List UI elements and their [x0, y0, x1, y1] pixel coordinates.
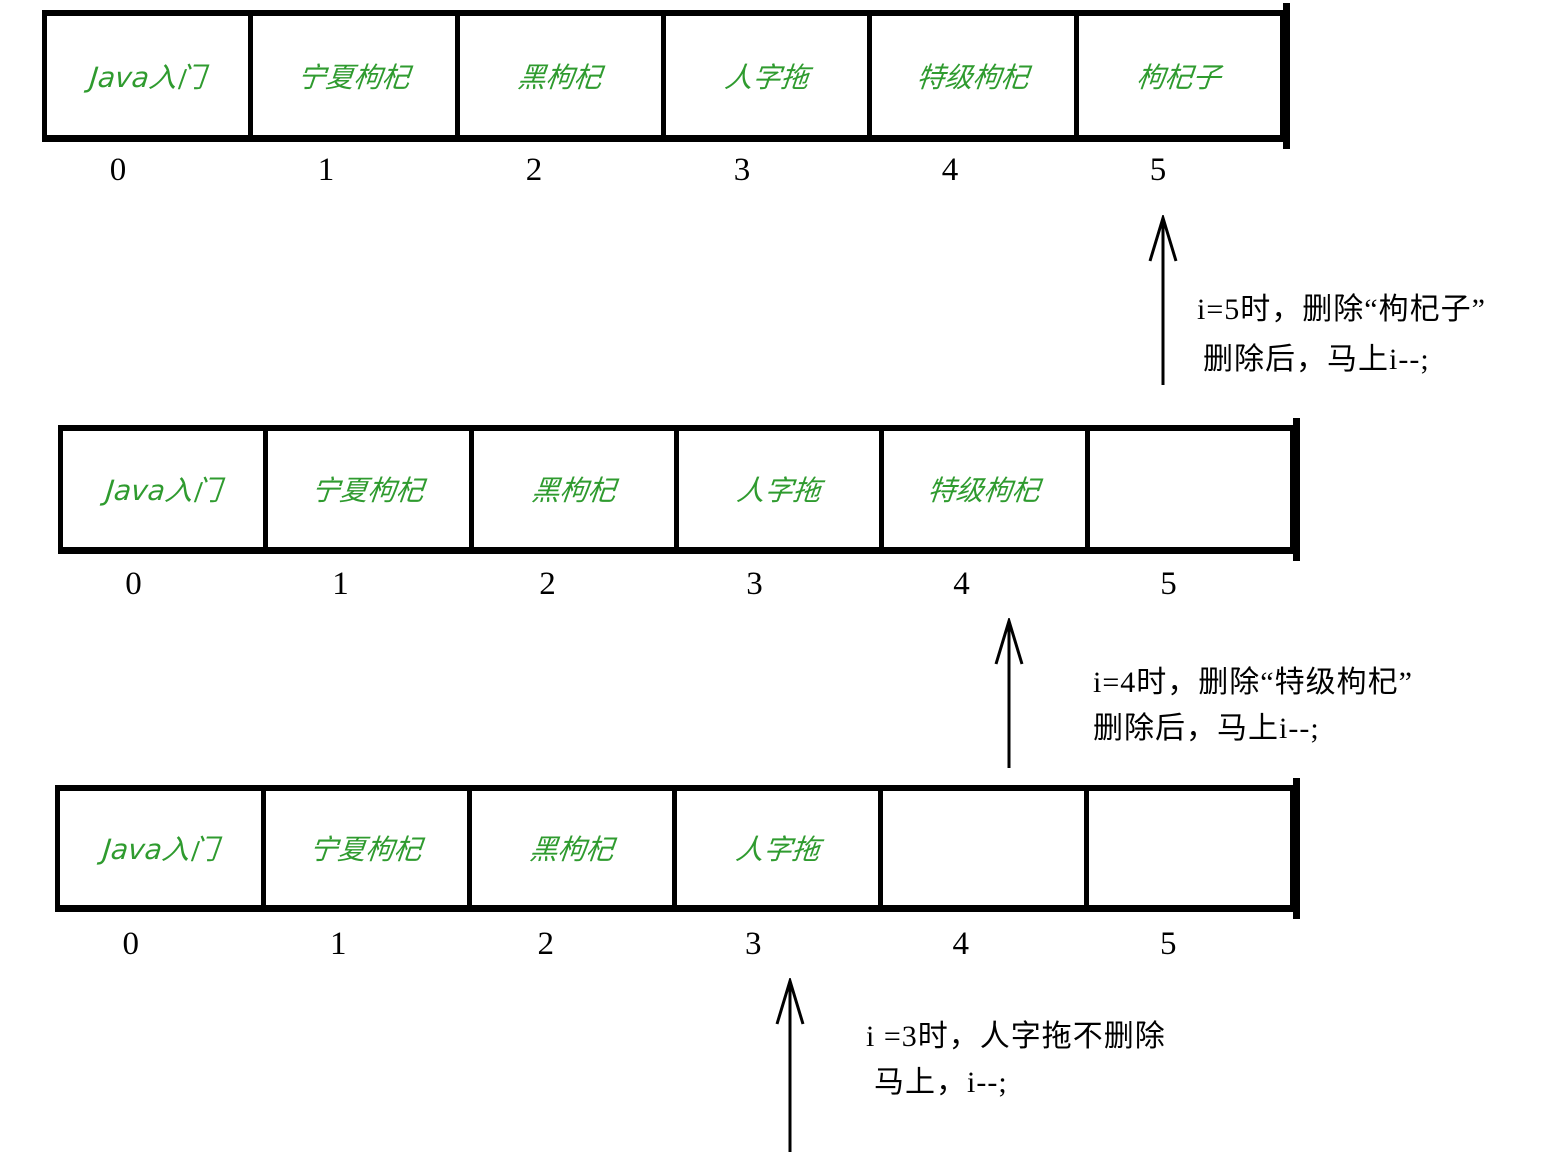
array2-cell-1: 宁夏枸杞	[268, 431, 474, 547]
array3-index-3: 3	[745, 926, 762, 962]
array3-index-5: 5	[1160, 926, 1177, 962]
array2-index-0: 0	[125, 566, 142, 602]
array2-cell-4: 特级枸杞	[884, 431, 1090, 547]
up-arrow-index-3	[775, 978, 805, 1152]
array3-cell-3: 人字拖	[677, 791, 884, 905]
array3-cell-2-text: 黑枸杞	[528, 833, 616, 866]
array1-cell-1: 宁夏枸杞	[253, 16, 460, 135]
array-row-1: Java入门 宁夏枸杞 黑枸杞 人字拖 特级枸杞 枸杞子	[42, 3, 1290, 149]
array1-cell-0: Java入门	[47, 16, 254, 135]
array1-index-5: 5	[1149, 152, 1167, 188]
array3-cell-1-text: 宁夏枸杞	[308, 833, 424, 866]
annotation2-line2: 删除后，马上i--;	[1093, 712, 1320, 745]
array-row-2: Java入门 宁夏枸杞 黑枸杞 人字拖 特级枸杞	[58, 418, 1300, 561]
array3-index-0: 0	[122, 926, 140, 962]
array2-cell-5-empty	[1090, 431, 1295, 547]
array2-cell-0-text: Java入门	[103, 474, 223, 507]
array2-cell-0: Java入门	[63, 431, 269, 547]
array3-cell-0-text: Java入门	[100, 833, 220, 866]
annotation3-line2: 马上，i--;	[874, 1066, 1008, 1099]
array2-index-5: 5	[1160, 566, 1177, 602]
array1-cell-5-text: 枸杞子	[1135, 60, 1223, 94]
array1-cell-0-text: Java入门	[88, 60, 207, 94]
index-row-2: 0 1 2 3 4 5	[58, 566, 1300, 603]
array2-cell-2-text: 黑枸杞	[529, 474, 618, 507]
array3-index-2: 2	[537, 926, 555, 962]
array1-cell-3: 人字拖	[666, 16, 873, 135]
array2-index-1: 1	[332, 566, 349, 602]
array1-cell-1-text: 宁夏枸杞	[296, 60, 412, 94]
array3-index-4: 4	[952, 926, 970, 962]
array1-index-3: 3	[733, 152, 751, 188]
array3-cell-5-empty	[1089, 791, 1295, 905]
array2-cell-4-text: 特级枸杞	[926, 474, 1043, 507]
array1-cell-2: 黑枸杞	[460, 16, 666, 135]
up-arrow-index-4	[994, 618, 1024, 768]
annotation3-line1: i =3时，人字拖不删除	[866, 1020, 1166, 1053]
array2-index-3: 3	[746, 566, 763, 602]
array2-index-4: 4	[953, 566, 970, 602]
array2-cell-1-text: 宁夏枸杞	[310, 474, 427, 507]
array1-cell-4-text: 特级枸杞	[915, 60, 1031, 94]
annotation1-line2: 删除后，马上i--;	[1203, 343, 1430, 376]
array1-cell-5: 枸杞子	[1079, 16, 1285, 135]
annotation2-line1: i=4时，删除“特级枸杞”	[1093, 666, 1413, 699]
array1-index-1: 1	[317, 152, 335, 188]
array1-index-4: 4	[941, 152, 959, 188]
array1-cell-4: 特级枸杞	[872, 16, 1079, 135]
array1-cell-2-text: 黑枸杞	[516, 60, 604, 94]
index-row-3: 0 1 2 3 4 5	[55, 926, 1300, 963]
annotation1-line1: i=5时，删除“枸杞子”	[1197, 293, 1486, 326]
array3-cell-4-empty	[883, 791, 1090, 905]
array3-cell-0: Java入门	[60, 791, 266, 905]
array3-end-bar	[1293, 778, 1300, 919]
array1-end-bar	[1283, 3, 1290, 149]
array1-index-2: 2	[525, 152, 543, 188]
array3-cell-3-text: 人字拖	[733, 833, 822, 866]
array-row-3: Java入门 宁夏枸杞 黑枸杞 人字拖	[55, 778, 1300, 919]
array2-end-bar	[1293, 418, 1300, 561]
array2-cell-2: 黑枸杞	[474, 431, 679, 547]
array3-cell-2: 黑枸杞	[472, 791, 678, 905]
array3-index-1: 1	[330, 926, 347, 962]
array1-index-0: 0	[109, 152, 127, 188]
array2-cell-3-text: 人字拖	[735, 474, 823, 507]
array2-cell-3: 人字拖	[679, 431, 885, 547]
array3-cell-1: 宁夏枸杞	[266, 791, 472, 905]
array2-index-2: 2	[539, 566, 556, 602]
index-row-1: 0 1 2 3 4 5	[42, 152, 1290, 189]
array1-cell-3-text: 人字拖	[722, 60, 811, 94]
up-arrow-index-5	[1148, 215, 1178, 385]
